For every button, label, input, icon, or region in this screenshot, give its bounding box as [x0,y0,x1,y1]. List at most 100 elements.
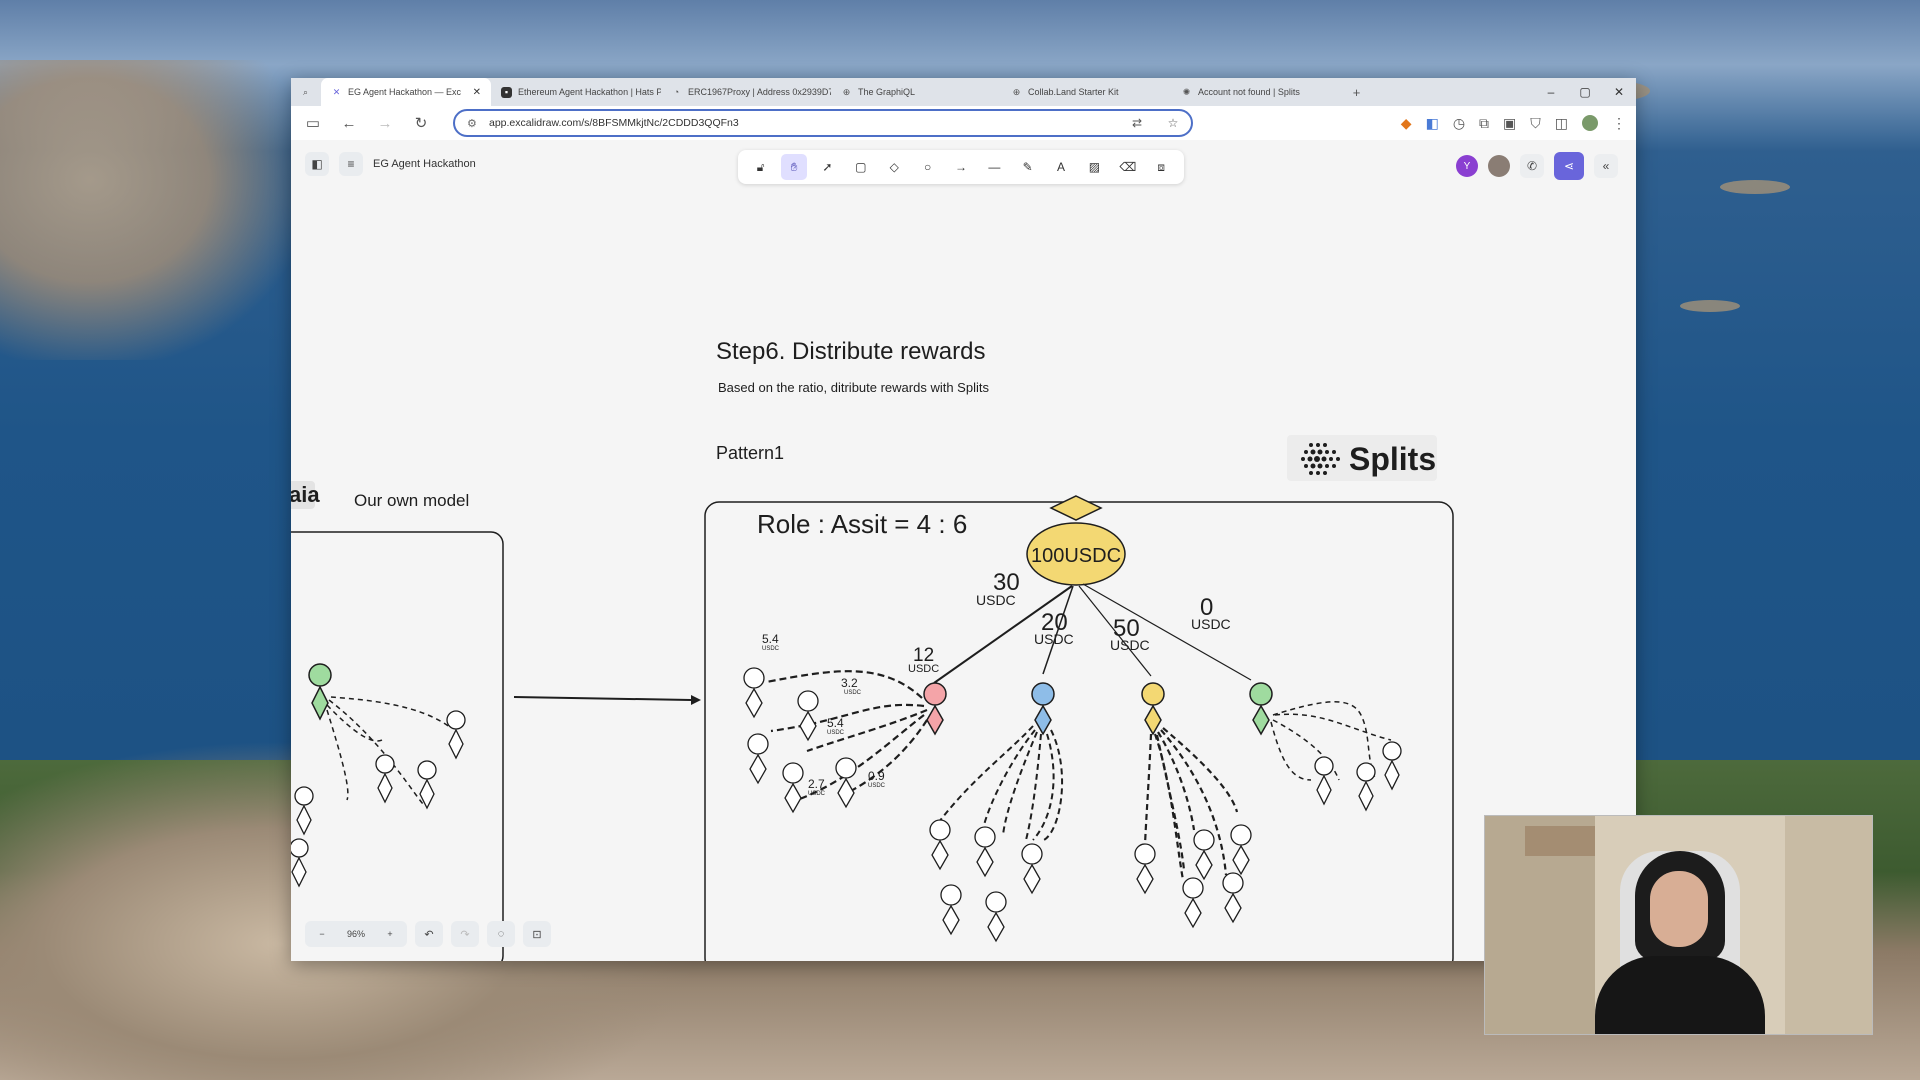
role-diamond-blue[interactable] [1034,704,1052,736]
tab-search-button[interactable]: ⌕ [302,86,309,97]
wallpaper-island [1680,300,1740,312]
ellipse-tool-icon[interactable]: ○ [923,160,932,174]
translate-icon[interactable]: ⇄ [1131,116,1143,130]
redo-icon[interactable]: ↷ [451,921,479,947]
close-window-icon[interactable]: ✕ [1613,85,1625,99]
tab-splits[interactable]: ✺ Account not found | Splits [1171,78,1341,106]
minimize-icon[interactable]: – [1547,85,1555,99]
role-diamond-yellow[interactable] [1144,704,1162,736]
tab-etherscan[interactable]: ◔ ERC1967Proxy | Address 0x2939D7 [661,78,831,106]
close-tab-icon[interactable]: ✕ [472,86,481,98]
present-icon[interactable]: ⊡ [523,921,551,947]
back-icon[interactable]: ← [341,114,357,132]
zoom-level[interactable]: 96% [346,929,365,939]
shape-toolbar: 🔓︎ ✋︎ ➚ ▢ ◇ ○ → — ✎ A ▨ ⌫ ⧈ [738,150,1184,184]
flow-arrow[interactable] [513,696,692,701]
pool-label: 100USDC [1031,545,1121,567]
pool-node[interactable] [1026,522,1126,586]
sub-unit: USDC [762,646,780,652]
line-tool-icon[interactable]: — [988,160,1001,174]
main-menu-icon[interactable]: ≡ [339,152,363,176]
tab-label: Collab.Land Starter Kit [1028,87,1119,97]
branch-value-50: 50 [1113,615,1140,642]
branch-line [1042,585,1074,675]
role-diamond-green[interactable] [1252,704,1270,736]
role-diamond-pink[interactable] [926,704,944,736]
tab-collabland[interactable]: ⊕ Collab.Land Starter Kit [1001,78,1171,106]
lock-icon[interactable]: 🔓︎ [756,159,765,174]
zoom-out-button[interactable]: − [319,929,325,939]
dashed-link [326,704,383,742]
webcam-face [1650,871,1708,947]
reload-icon[interactable]: ↻ [414,115,428,132]
forward-icon[interactable]: → [377,114,393,132]
role-node-green[interactable] [1249,682,1273,706]
select-tool-icon[interactable]: ➚ [822,160,833,174]
pink-subtree-links [765,670,928,802]
branch-value-0: 0 [1200,594,1213,621]
tab-label: Account not found | Splits [1198,87,1300,97]
green-node[interactable] [308,663,332,687]
extra-tools-icon[interactable]: ⧈ [1157,159,1165,174]
excalidraw-canvas[interactable]: ◧ ≡ EG Agent Hackathon 🔓︎ ✋︎ ➚ ▢ ◇ ○ → —… [291,140,1636,961]
eraser-tool-icon[interactable]: ⌫ [1119,160,1137,174]
pencil-tool-icon[interactable]: ✎ [1022,160,1033,174]
collaborator-avatar-photo[interactable] [1488,155,1510,177]
shield-icon[interactable]: ⛉ [1530,114,1541,131]
sub-value: 12 [913,645,934,666]
wallpaper-island [1720,180,1790,194]
role-node-pink[interactable] [923,682,947,706]
split-view-icon[interactable]: ◫ [1554,114,1568,131]
left-nodes [291,710,466,888]
collaborator-avatar[interactable]: Y [1456,155,1478,177]
sub-unit: USDC [808,791,826,797]
etherscan-icon: ◔ [673,86,680,97]
tab-excalidraw[interactable]: ✕ EG Agent Hackathon — Exc ✕ [321,78,491,106]
history-icon[interactable]: ◷ [1452,114,1466,131]
role-node-blue[interactable] [1031,682,1055,706]
collapse-sidebar-icon[interactable]: « [1594,154,1618,178]
call-icon[interactable]: ✆ [1520,154,1544,178]
tab-actions-icon[interactable]: ▭ [305,115,321,132]
rectangle-tool-icon[interactable]: ▢ [855,160,867,174]
webcam-shelf [1525,826,1595,856]
new-tab-button[interactable]: + [1352,84,1361,100]
pattern-label: Pattern1 [716,443,784,463]
tab-hats[interactable]: ▪ Ethereum Agent Hackathon | Hats P [491,78,661,106]
site-info-icon[interactable]: ⚙ [467,117,477,130]
excalidraw-icon: ✕ [332,86,341,97]
image-tool-icon[interactable]: ▨ [1088,160,1101,174]
pool-diamond[interactable] [1049,495,1103,521]
translate-extension-icon[interactable]: ◧ [1425,114,1439,131]
branch-unit: USDC [1034,631,1074,647]
metamask-icon[interactable]: ◆ [1400,114,1412,131]
zoom-in-button[interactable]: + [387,929,393,939]
hand-tool-icon[interactable]: ✋︎ [781,154,808,180]
address-bar[interactable]: ⚙ app.excalidraw.com/s/8BFSMMkjtNc/2CDDD… [453,109,1193,137]
browser-window: ⌕ ✕ EG Agent Hackathon — Exc ✕ ▪ Ethereu… [291,78,1636,961]
own-model-label: Our own model [354,491,469,510]
comment-icon[interactable]: ◌ [487,921,515,947]
role-node-yellow[interactable] [1141,682,1165,706]
sub-value: 5.4 [762,632,779,646]
desktop-wallpaper [0,60,300,360]
bookmark-star-icon[interactable]: ☆ [1167,116,1179,130]
tab-graphiql[interactable]: ⊕ The GraphiQL [831,78,1001,106]
maximize-icon[interactable]: ▢ [1579,85,1591,99]
undo-icon[interactable]: ↶ [415,921,443,947]
bottom-toolbar: − 96% + ↶ ↷ ◌ ⊡ [305,921,551,947]
text-tool-icon[interactable]: A [1057,160,1066,174]
url-text[interactable]: app.excalidraw.com/s/8BFSMMkjtNc/2CDDD3Q… [489,117,739,129]
share-button[interactable]: ⋖ [1554,152,1584,180]
own-model-box[interactable] [291,531,504,961]
menu-kebab-icon[interactable]: ⋮ [1612,114,1626,131]
profile-avatar[interactable] [1582,115,1598,131]
library-icon[interactable]: ◧ [305,152,329,176]
branch-value-30: 30 [993,569,1020,596]
reading-list-icon[interactable]: ▣ [1503,114,1517,131]
diamond-tool-icon[interactable]: ◇ [889,160,899,174]
navigation-bar: ▭ ← → ↻ ⚙ app.excalidraw.com/s/8BFSMMkjt… [291,106,1636,140]
arrow-tool-icon[interactable]: → [954,160,967,174]
extensions-icon[interactable]: ⧉ [1479,114,1490,131]
green-diamond[interactable] [311,685,329,721]
